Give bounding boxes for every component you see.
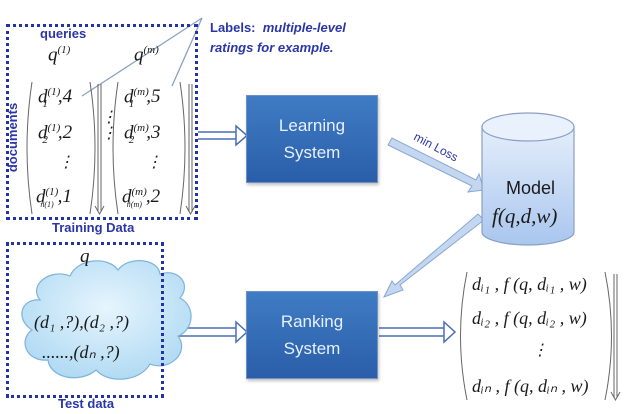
annotation-leader-line-1 (81, 17, 203, 97)
query-last: q(m) (134, 44, 159, 66)
output-row: dᵢ₂ , f (q, dᵢ₂ , w) (472, 308, 587, 328)
training-doc-row: d(m)1,5 (124, 86, 161, 111)
training-data-label: Training Data (52, 220, 135, 235)
ranking-system-line2: System (283, 339, 341, 358)
training-col2-brackets (112, 81, 196, 216)
queries-hdots: ⋮⋮ (101, 109, 117, 142)
training-doc-row: d(m)n(m),2 (122, 186, 161, 210)
output-row: dᵢ₁ , f (q, dᵢ₁ , w) (472, 274, 587, 294)
training-doc-row: d(1)2,2 (38, 122, 73, 147)
output-row: dᵢₙ , f (q, dᵢₙ , w) (472, 376, 589, 396)
queries-label: queries (40, 26, 87, 41)
labels-line1: multiple-level (262, 20, 346, 35)
test-cloud-line2: ......,(dₙ ,?) (42, 342, 120, 362)
output-brackets (460, 271, 621, 402)
learning-system-line1: Learning (278, 116, 346, 135)
learning-system-line2: System (283, 143, 341, 162)
test-data-label: Test data (58, 396, 115, 411)
training-data-box (6, 24, 198, 220)
learning-system-box: Learning System (246, 95, 378, 183)
test-cloud-line1: (d₁ ,?),(d₂ ,?) (34, 312, 129, 332)
training-col1-brackets (26, 81, 105, 216)
test-data-box (6, 242, 164, 398)
labels-line2: ratings for example. (210, 40, 334, 55)
labels-annotation: Labels: multiple-level ratings for examp… (210, 18, 346, 58)
model-title: Model (506, 178, 556, 198)
documents-label: documents (5, 102, 21, 173)
query-first: q(1) (48, 44, 71, 66)
test-query: q (80, 246, 90, 267)
ranking-to-output-arrow (379, 320, 457, 344)
model-formula: f(q,d,w) (492, 204, 558, 228)
test-cloud-shape (21, 260, 192, 380)
model-cylinder (481, 112, 575, 246)
labels-title: Labels: (210, 20, 256, 35)
training-doc-row: d(m)2,3 (124, 122, 161, 147)
ranking-system-box: Ranking System (246, 291, 378, 379)
ranking-system-line1: Ranking (280, 312, 344, 331)
training-doc-row: d(1)n(1),1 (36, 186, 72, 210)
training-to-learning-arrow (198, 124, 249, 147)
output-vdots: ⋮ (532, 342, 548, 359)
training-vdots: ⋮ (58, 154, 74, 171)
model-to-ranking-arrow (382, 213, 485, 298)
training-vdots: ⋮ (146, 154, 162, 171)
training-doc-row: d(1)1,4 (38, 86, 73, 111)
